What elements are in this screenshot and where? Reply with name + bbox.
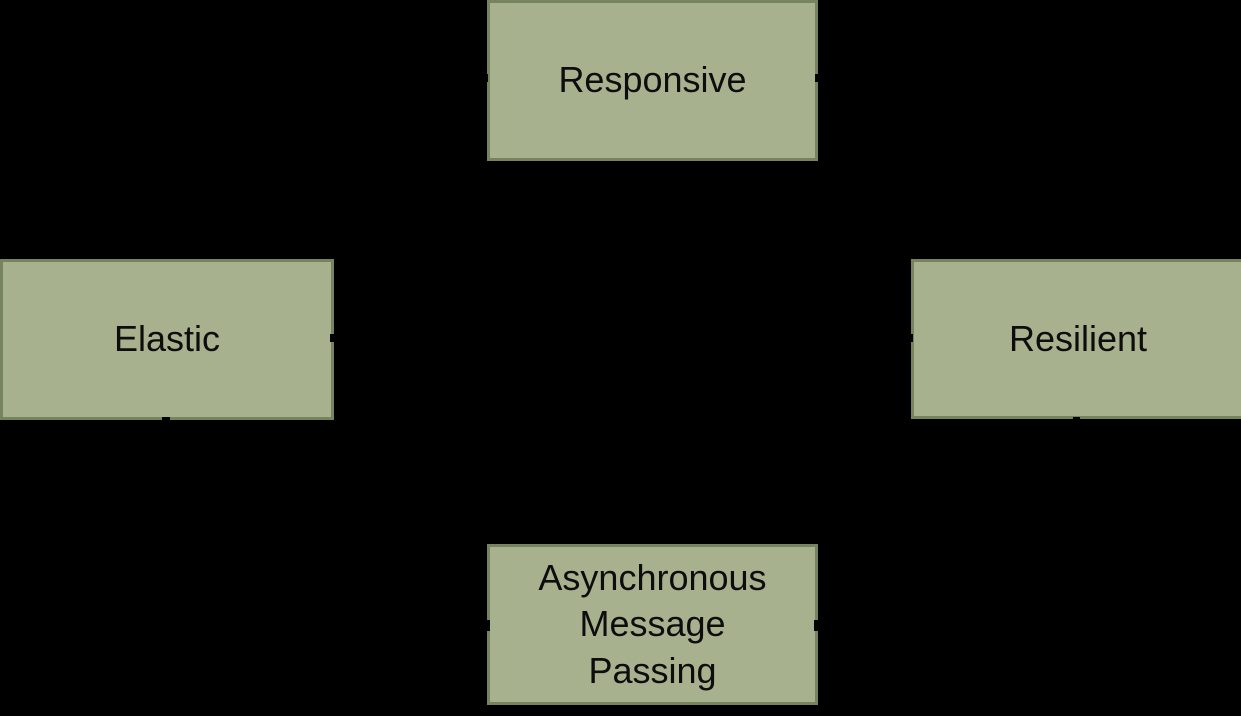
node-responsive-label: Responsive [558,59,747,101]
node-responsive: Responsive [487,0,818,161]
node-elastic-label: Elastic [113,318,221,360]
arrowhead-remnant-async-right [814,620,821,631]
arrowhead-remnant-resilient-left [908,334,913,342]
arrowhead-remnant-responsive-right [815,74,821,82]
node-async-message-passing-label: Asynchronous Message Passing [538,557,767,691]
node-async-message-passing: Asynchronous Message Passing [487,544,818,705]
arrowhead-remnant-elastic-right [330,334,335,342]
node-resilient-label: Resilient [1008,317,1148,359]
node-elastic: Elastic [0,259,334,420]
arrowhead-remnant-responsive-left [482,74,488,82]
arrowhead-remnant-resilient-top [1069,254,1082,259]
arrowhead-remnant-resilient-bottom [1073,417,1080,422]
arrowhead-remnant-async-left [483,620,490,631]
arrowhead-remnant-elastic-top [159,254,173,259]
arrowhead-remnant-elastic-bottom [162,417,170,422]
node-resilient: Resilient [911,259,1241,419]
